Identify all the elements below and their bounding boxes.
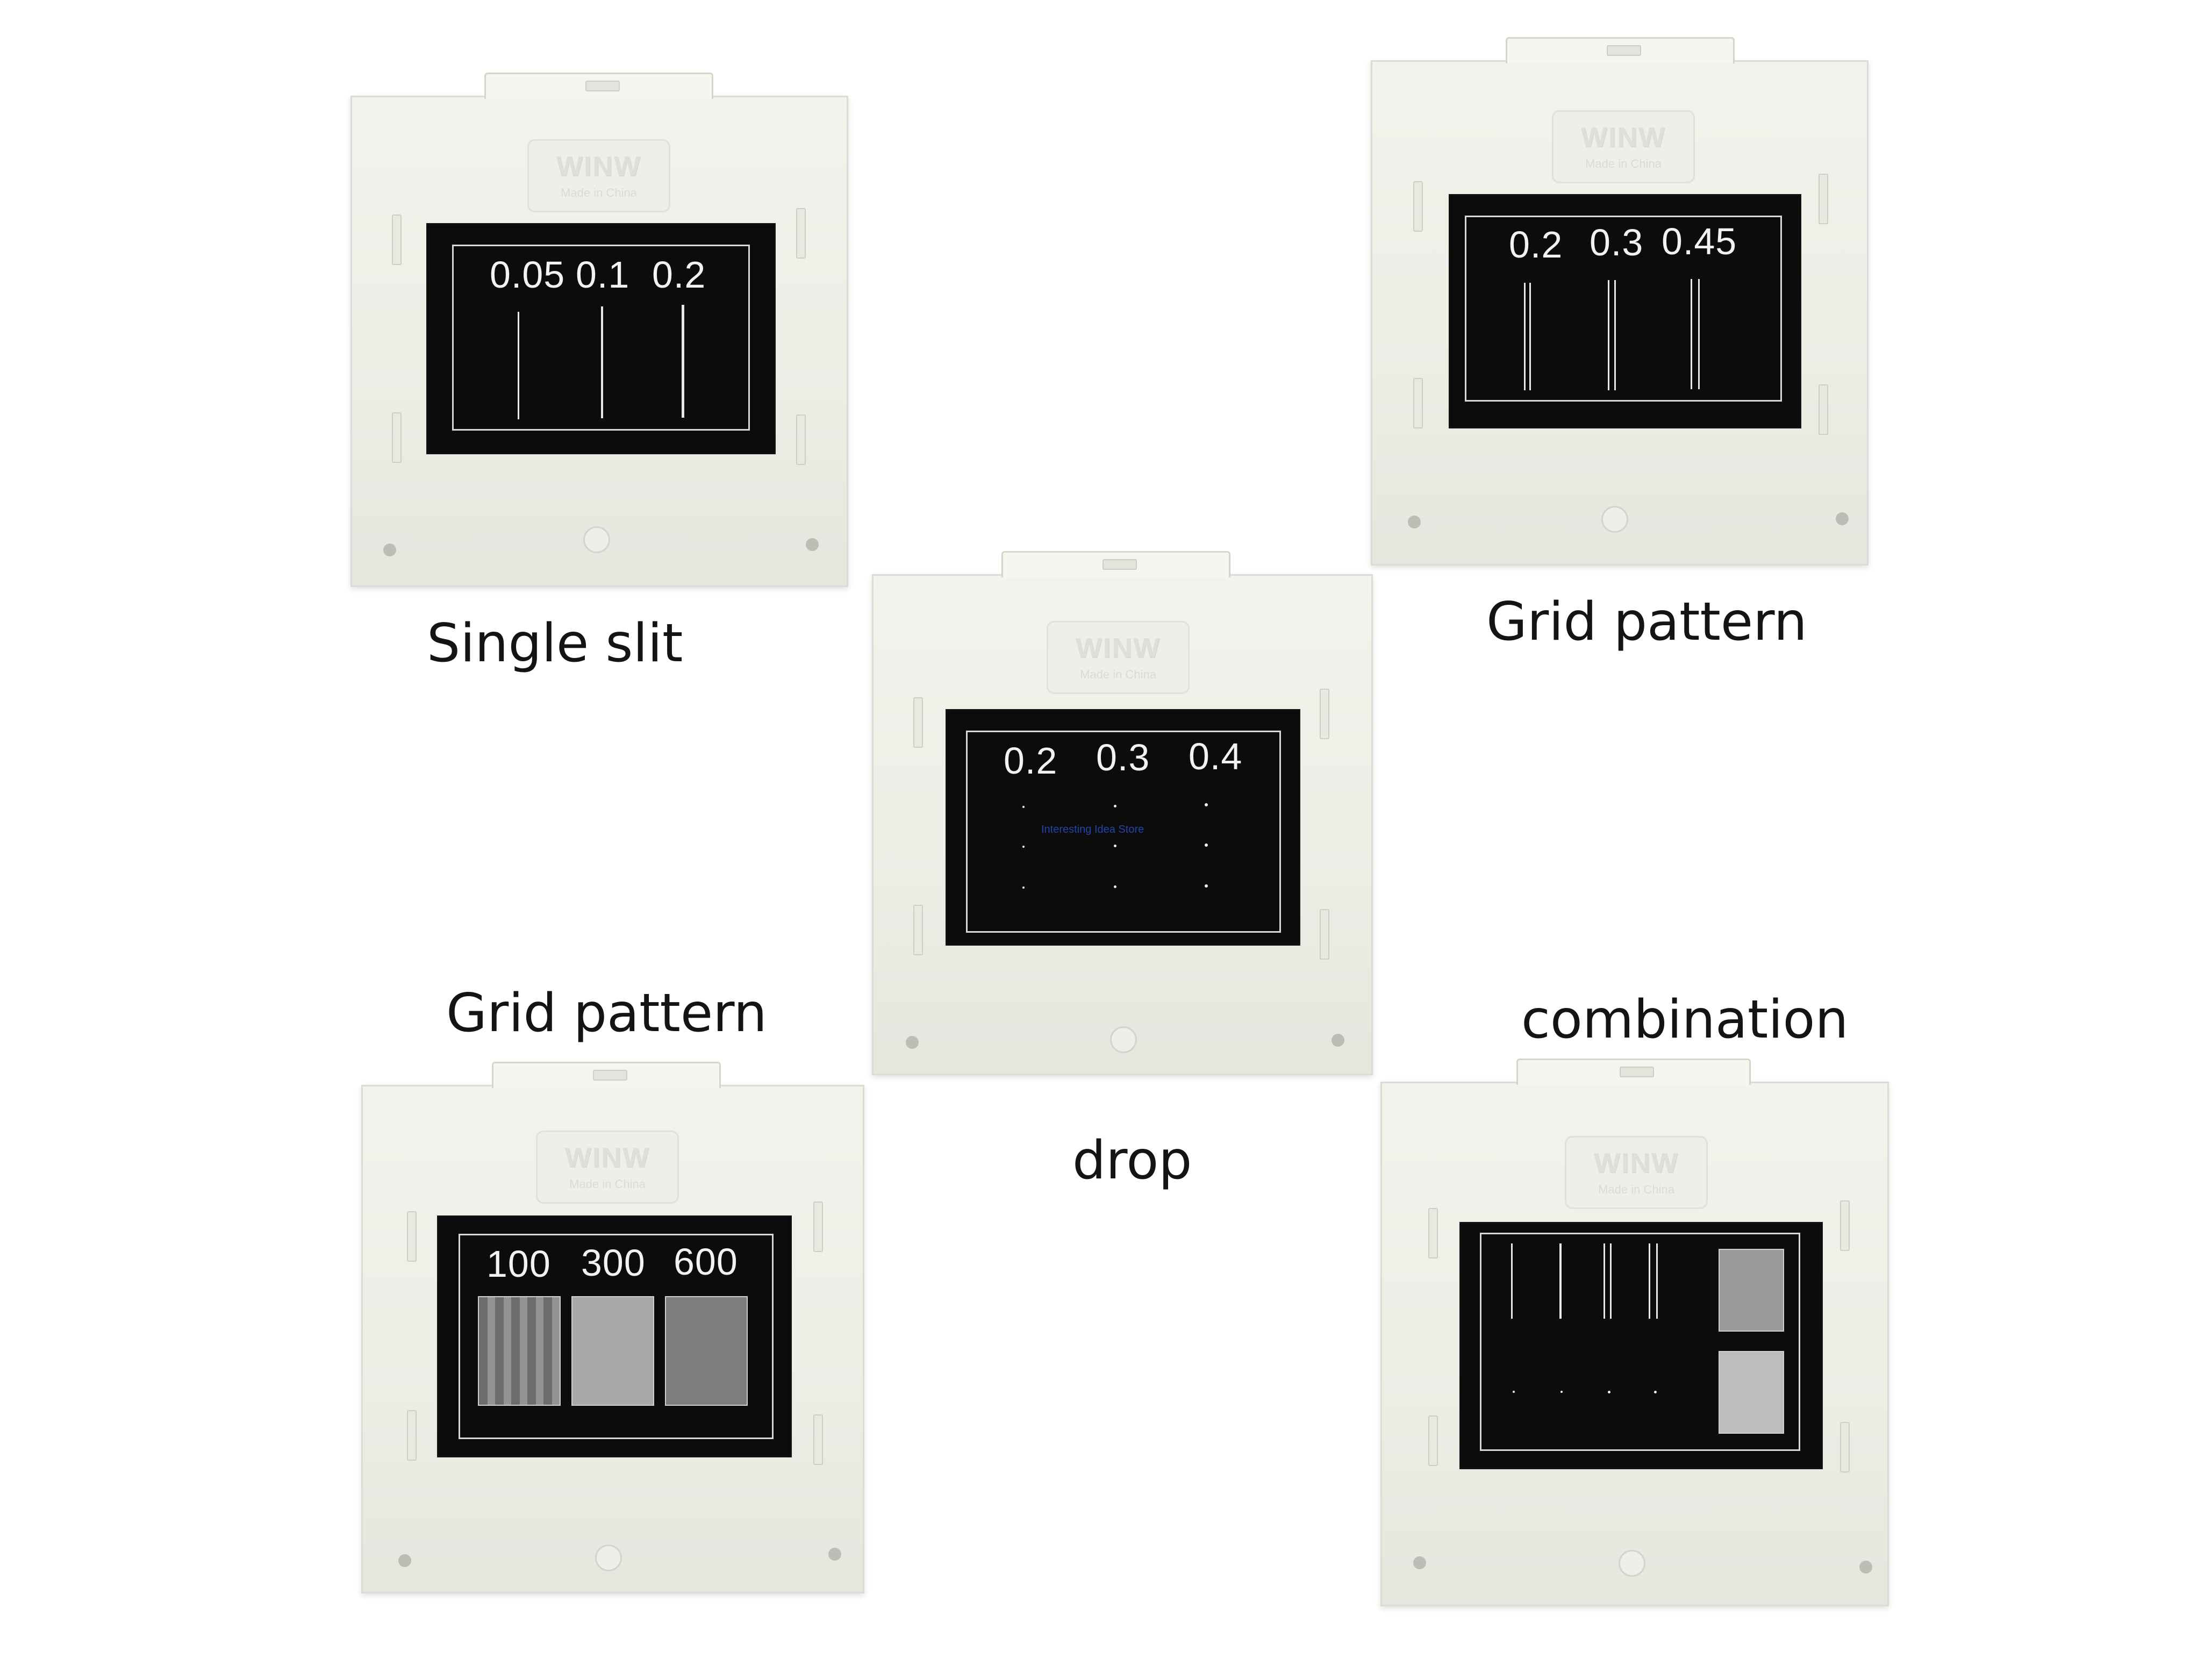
logo-text: WINW <box>1580 122 1666 153</box>
drop-size-label: 0.4 <box>1189 735 1243 777</box>
combination-grating-bottom <box>1719 1351 1784 1434</box>
film-drop: 0.2 0.3 0.4 Interesting Idea Store <box>946 709 1300 946</box>
slit-width-label: 0.2 <box>652 254 706 296</box>
caption-combination: combination <box>1521 989 1849 1050</box>
slide-tab <box>1506 37 1735 63</box>
film-combination <box>1459 1222 1823 1469</box>
logo-text: WINW <box>1593 1148 1679 1179</box>
film-grating: 100 300 600 <box>437 1215 792 1457</box>
slide-combination: WINW Made in China <box>1380 1059 1889 1606</box>
logo-subtext: Made in China <box>569 1177 646 1191</box>
watermark: Interesting Idea Store <box>1041 824 1144 835</box>
logo-subtext: Made in China <box>1598 1183 1674 1196</box>
slide-tab <box>484 73 713 99</box>
caption-drop: drop <box>1072 1130 1192 1191</box>
slit-width-label: 0.1 <box>576 254 630 296</box>
logo-subtext: Made in China <box>1080 668 1156 681</box>
logo-plate: WINW Made in China <box>527 139 670 212</box>
grating-600 <box>665 1296 748 1406</box>
logo-subtext: Made in China <box>1585 157 1662 170</box>
slit <box>518 312 519 419</box>
slit <box>601 306 603 418</box>
grid-width-label: 0.45 <box>1662 220 1737 262</box>
grid-width-label: 0.2 <box>1509 224 1563 266</box>
drop-size-label: 0.2 <box>1004 740 1058 782</box>
film-single-slit: 0.05 0.1 0.2 <box>426 223 776 454</box>
logo-subtext: Made in China <box>561 186 637 199</box>
slide-tab <box>1516 1059 1751 1085</box>
slit <box>682 305 684 418</box>
logo-plate: WINW Made in China <box>1565 1136 1708 1209</box>
slide-single-slit: WINW Made in China 0.05 0.1 0.2 <box>350 73 848 587</box>
combination-grating-top <box>1719 1249 1784 1332</box>
slit-width-label: 0.05 <box>490 254 565 296</box>
drop-size-label: 0.3 <box>1096 736 1150 778</box>
slide-tab <box>492 1062 721 1088</box>
grating-density-label: 100 <box>486 1243 551 1285</box>
caption-single-slit: Single slit <box>427 613 683 674</box>
grid-width-label: 0.3 <box>1590 221 1644 263</box>
slide-tab <box>1001 551 1230 577</box>
logo-text: WINW <box>1075 633 1161 664</box>
logo-plate: WINW Made in China <box>1047 621 1190 694</box>
slide-grating: WINW Made in China 100 300 600 <box>361 1062 864 1593</box>
logo-text: WINW <box>556 151 642 182</box>
grating-density-label: 300 <box>581 1242 646 1284</box>
slide-grid-top: WINW Made in China 0.2 0.3 0.45 <box>1371 37 1869 566</box>
logo-plate: WINW Made in China <box>1552 110 1695 183</box>
slide-drop: WINW Made in China 0.2 0.3 0.4 Interesti… <box>872 551 1373 1075</box>
logo-text: WINW <box>564 1142 650 1174</box>
grating-density-label: 600 <box>674 1241 738 1283</box>
film-grid-top: 0.2 0.3 0.45 <box>1449 194 1801 428</box>
logo-plate: WINW Made in China <box>536 1131 679 1204</box>
grating-300 <box>571 1296 654 1406</box>
grating-100 <box>478 1296 561 1406</box>
caption-grid-pattern-top: Grid pattern <box>1486 591 1807 653</box>
caption-grid-pattern-left: Grid pattern <box>446 983 767 1044</box>
